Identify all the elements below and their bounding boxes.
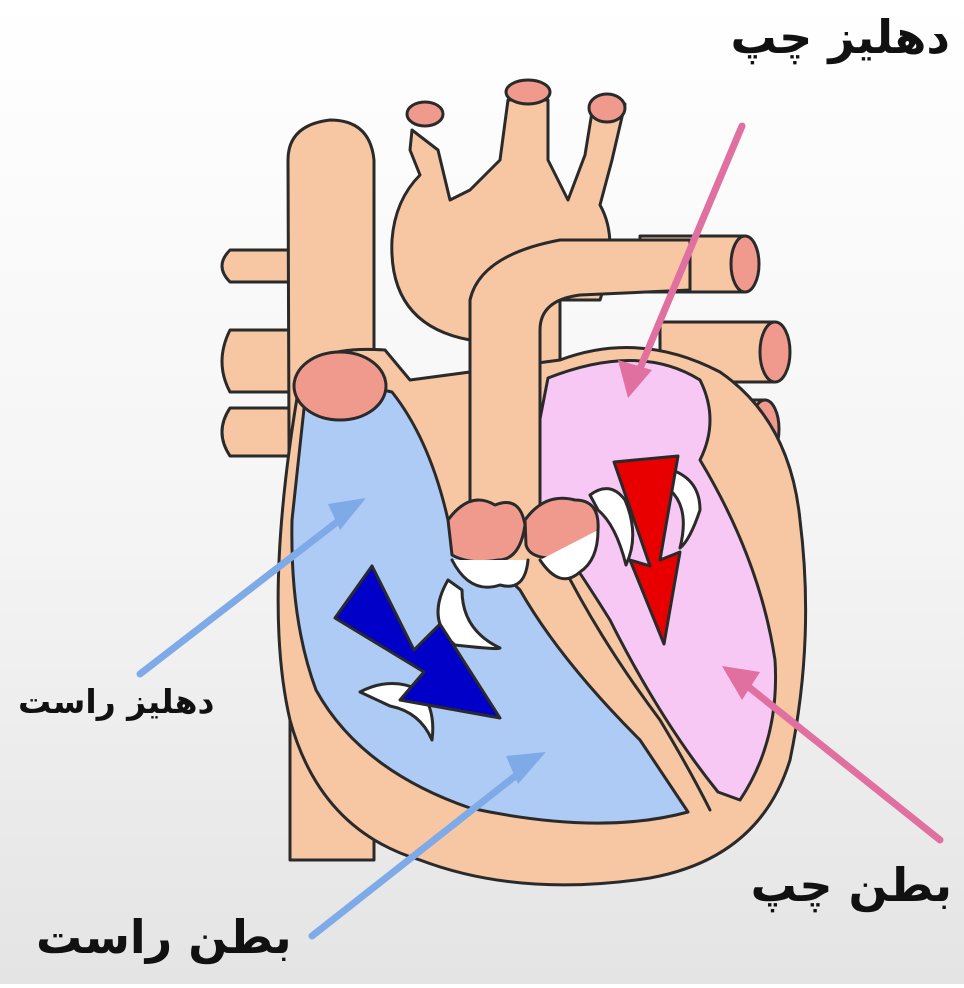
label-left-ventricle: بطن چپ [751, 858, 952, 912]
label-right-ventricle: بطن راست [36, 910, 292, 964]
aortic-branch-opening [407, 102, 443, 126]
label-left-atrium: دهلیز چپ [730, 10, 950, 64]
aortic-branch-opening [506, 80, 550, 104]
label-right-atrium: دهلیز راست [18, 682, 214, 721]
vena-cava-opening [294, 352, 386, 420]
aortic-branch-opening [589, 94, 625, 122]
